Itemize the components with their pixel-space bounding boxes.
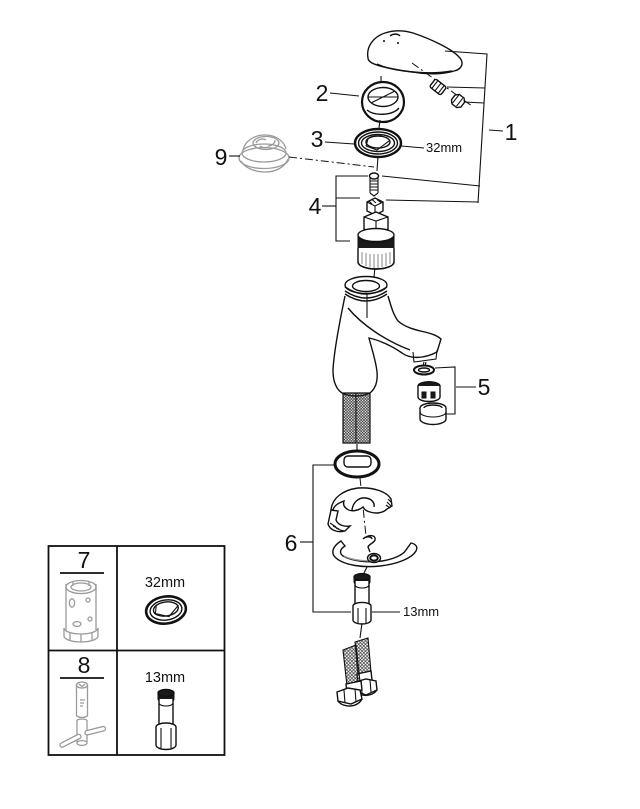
tool-7-number: 7 [78,547,91,573]
cartridge-nut [366,197,384,216]
ring-nut-icon [144,595,188,625]
callout-4-label: 4 [309,193,322,219]
retaining-ring [344,275,388,302]
callout-3-label: 3 [311,126,324,152]
screw-cap [450,93,466,109]
toolbox-cell-7: 7 [60,547,104,643]
aerator-group: 5 [413,364,491,426]
socket-tool-icon [63,579,99,643]
toolbox-cell-8: 8 [59,652,107,748]
aerator-insert [417,381,441,403]
mounting-stud: 13mm [352,572,439,625]
callout-2-label: 2 [316,80,329,106]
mounting-wedge [327,487,393,533]
dome-cap: 2 [316,80,406,124]
handle-set-screw [411,62,473,109]
callout-5-label: 5 [478,374,491,400]
faucet-body [332,295,442,397]
stud-size-annotation: 13mm [403,604,439,619]
ring-size-annotation: 32mm [426,140,462,155]
callout-6-label: 6 [285,530,298,556]
toolbox-cell-32mm: 32mm [144,575,188,625]
callout-1: 1 [381,50,518,204]
aerator-washer [413,364,435,376]
mounting-ring-32mm: 3 32mm [311,126,462,159]
cartridge [357,211,395,270]
horseshoe-washer [332,534,418,568]
tool-8-number: 8 [78,652,91,678]
toolbox-cell-13mm: 13mm [145,670,185,751]
stud-icon [155,688,177,751]
threaded-shank [342,392,371,444]
cartridge-group: 4 [309,172,395,270]
cartridge-screw [368,172,380,197]
service-cap: 9 [215,134,375,173]
aerator-housing [419,402,447,426]
toolbox-ring-size: 32mm [145,575,185,591]
handle-lever [366,30,463,75]
toolbox: 7 32mm [47,545,226,756]
mounting-group: 6 [285,449,418,613]
base-gasket [333,449,381,479]
pin-wrench-icon [59,681,107,748]
supply-hoses [336,637,378,707]
callout-1-label: 1 [505,119,518,145]
toolbox-stud-size: 13mm [145,670,185,686]
callout-9-label: 9 [215,144,228,170]
